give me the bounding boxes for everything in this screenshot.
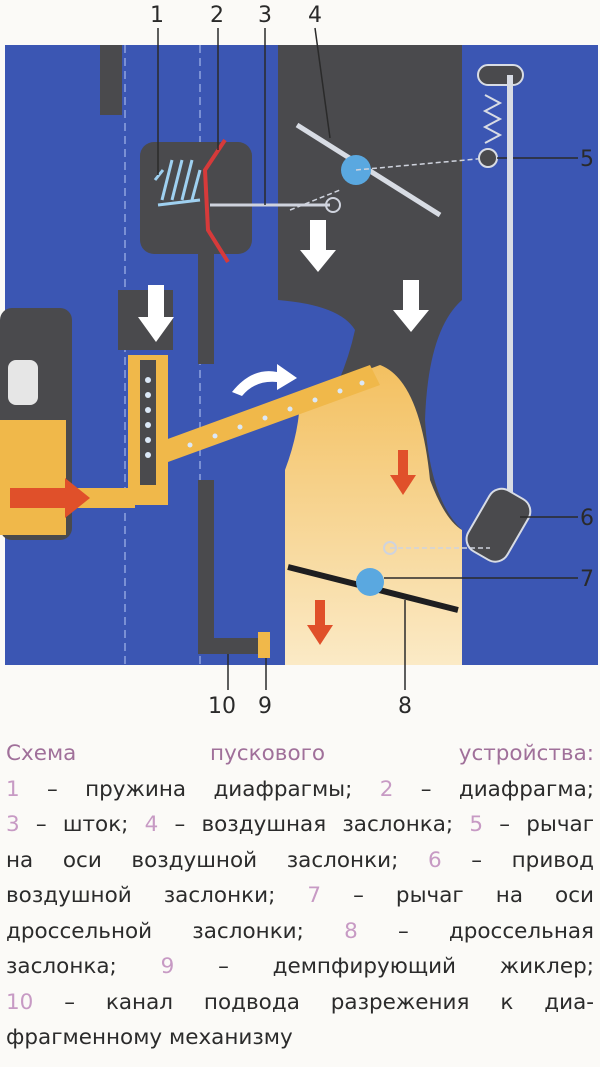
label-5: 5 — [580, 147, 594, 172]
caption-line: 1 – пружина диафрагмы; 2 – диафрагма; — [6, 772, 594, 808]
legend-number: 7 — [307, 883, 322, 908]
figure-caption: Схема пускового устройства: 1 – пружина … — [6, 736, 594, 1056]
caption-legend: 1 – пружина диафрагмы; 2 – диафрагма;3 –… — [6, 772, 594, 1056]
legend-text: – рычаг — [483, 812, 594, 837]
legend-text: – шток; — [19, 812, 145, 837]
caption-line: 10 – канал подвода разрежения к диа- — [6, 985, 594, 1021]
legend-text: на оси воздушной заслонки; — [6, 847, 428, 873]
legend-text: – диафрагма; — [393, 776, 594, 802]
legend-number: 5 — [469, 812, 484, 837]
damping-jet — [258, 632, 270, 658]
throttle-lever — [356, 568, 384, 596]
legend-text: – канал подвода разрежения к диа- — [33, 989, 594, 1015]
label-4: 4 — [308, 3, 322, 28]
air-flap-lever — [478, 148, 498, 168]
vacuum-channel — [198, 480, 268, 654]
legend-number: 10 — [6, 989, 34, 1015]
caption-line: воздушной заслонки; 7 – рычаг на оси — [6, 878, 594, 914]
legend-text: – демпфирующий жиклер; — [174, 954, 594, 979]
mixture-flow-arrows — [10, 450, 416, 645]
label-6: 6 — [580, 506, 594, 531]
diaphragm-spring — [153, 159, 202, 207]
legend-number: 1 — [6, 776, 20, 802]
caption-title: Схема пускового устройства: — [6, 741, 594, 766]
legend-number: 6 — [427, 847, 442, 873]
starting-device-diagram: 1 2 3 4 5 6 7 8 9 10 — [0, 3, 598, 719]
legend-text: – воздушная заслонка; — [158, 812, 470, 837]
legend-text: дроссельной заслонки; — [6, 918, 345, 944]
label-7: 7 — [580, 567, 594, 592]
label-8: 8 — [398, 694, 412, 719]
caption-line: дроссельной заслонки; 8 – дроссельная — [6, 914, 594, 950]
caption-line: заслонка; 9 – демпфирующий жиклер; — [6, 949, 594, 985]
legend-number: 3 — [6, 812, 20, 837]
legend-number: 8 — [344, 918, 358, 944]
legend-text: – пружина диафрагмы; — [19, 776, 380, 802]
air-flow-arrows — [138, 220, 429, 396]
legend-text: воздушной заслонки; — [6, 883, 308, 908]
label-9: 9 — [258, 694, 272, 719]
caption-line: на оси воздушной заслонки; 6 – привод — [6, 843, 594, 879]
legend-number: 2 — [379, 776, 394, 802]
label-1: 1 — [150, 3, 164, 28]
diaphragm-chamber — [140, 142, 252, 254]
legend-text: – привод — [441, 847, 594, 873]
legend-text: заслонка; — [6, 954, 161, 979]
caption-line: 3 – шток; 4 – воздушная заслонка; 5 – ры… — [6, 807, 594, 843]
mixture-zone — [285, 365, 462, 665]
label-10: 10 — [208, 694, 236, 719]
legend-number: 4 — [144, 812, 159, 837]
legend-text: фрагменному механизму — [6, 1025, 293, 1050]
legend-text: – дроссельная — [357, 918, 594, 944]
legend-text: – рычаг на оси — [321, 883, 594, 908]
caption-line: фрагменному механизму — [6, 1020, 594, 1056]
diaphragm — [202, 138, 230, 264]
label-3: 3 — [258, 3, 272, 28]
fuel-channel — [165, 365, 380, 462]
air-flap-drive — [465, 487, 532, 563]
label-2: 2 — [210, 3, 224, 28]
legend-number: 9 — [160, 954, 175, 979]
